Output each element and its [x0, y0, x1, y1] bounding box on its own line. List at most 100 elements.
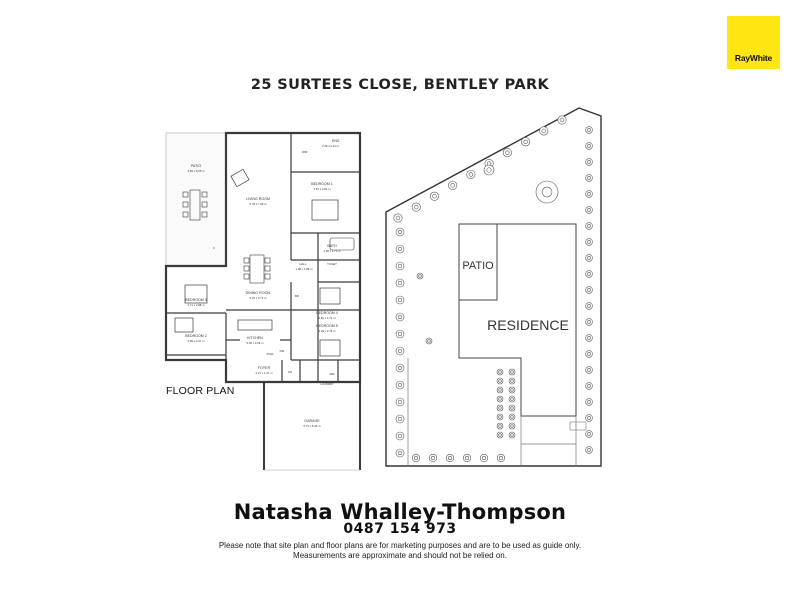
- tree-icon-center: [498, 379, 502, 383]
- bedroom-4-label: BEDROOM 4: [316, 311, 338, 315]
- kitchen-island: [237, 319, 273, 331]
- agent-phone: 0487 154 973: [343, 521, 457, 537]
- tree-icon-center: [587, 400, 591, 404]
- bedroom-3-dims: 3.71 x 2.88 m: [188, 303, 206, 307]
- tree-icon-center: [397, 433, 403, 439]
- wir-label: WIR: [302, 150, 307, 154]
- tree-icon-center: [510, 370, 514, 374]
- fridge-label: F: [213, 246, 215, 250]
- patio-table: [182, 189, 208, 221]
- bedroom-5-dims: 3.29 x 2.78 m: [319, 329, 337, 333]
- tree-icon-center: [498, 388, 502, 392]
- tree-icon-center: [397, 314, 403, 320]
- dining-room-dims: 6.15 x 3.71 m: [250, 296, 268, 300]
- disclaimer-line-1: Please note that site plan and floor pla…: [218, 541, 582, 550]
- tree-icon-center: [587, 272, 591, 276]
- tree-icon-center: [587, 384, 591, 388]
- bath-dims: 2.08 x 1.73 m: [324, 249, 342, 253]
- dining-room-label: DINING ROOM: [246, 291, 271, 295]
- tree-icon-center: [510, 388, 514, 392]
- tree-icon-center: [413, 455, 419, 461]
- tree-icon-center: [498, 406, 502, 410]
- disclaimer: Please note that site plan and floor pla…: [0, 541, 800, 561]
- floor-plan-label: FLOOR PLAN: [166, 385, 235, 397]
- built-in-label: BR: [295, 294, 299, 298]
- bed-4: [319, 287, 341, 305]
- tree-icon-center: [587, 192, 591, 196]
- tree-icon-center: [587, 336, 591, 340]
- tree-icon-center: [587, 288, 591, 292]
- bed-1: [311, 199, 339, 221]
- tree-icon-center: [427, 339, 431, 343]
- tree-icon-center: [587, 256, 591, 260]
- site-patio-label: PATIO: [462, 260, 494, 272]
- bath-label: BATH: [327, 244, 337, 248]
- tree-icon-center: [587, 304, 591, 308]
- tree-icon-center: [541, 186, 553, 198]
- tree-icon-center: [397, 229, 403, 235]
- tree-icon-center: [510, 415, 514, 419]
- site-patio-outline: [458, 223, 498, 301]
- tree-icon-center: [510, 406, 514, 410]
- tree-icon-center: [447, 455, 453, 461]
- toilet-label: TOILET: [327, 262, 337, 266]
- site-plan: PATIO RESIDENCE: [385, 107, 602, 467]
- floor-plan: [164, 131, 362, 471]
- foyer-dims: 4.27 x 1.37 m: [256, 371, 274, 375]
- tree-icon-center: [510, 433, 514, 437]
- tree-icon-center: [498, 370, 502, 374]
- hall-label: HALL: [300, 262, 307, 266]
- tree-icon-center: [523, 139, 528, 144]
- refrigerator-label: R'GR: [267, 352, 274, 356]
- tree-icon-center: [510, 379, 514, 383]
- laundry-label: LAUNDRY: [320, 382, 333, 386]
- tree-icon-center: [541, 128, 546, 134]
- bed-5: [319, 339, 341, 357]
- armchair: [230, 168, 250, 188]
- brand-name: RayWhite: [734, 53, 773, 63]
- site-boundary: [385, 107, 602, 467]
- tree-icon-center: [559, 117, 565, 123]
- tree-icon-center: [397, 297, 403, 303]
- kitchen-label: KITCHEN: [247, 336, 263, 340]
- tree-icon-center: [587, 240, 591, 244]
- floor-plan-labels: PATIO 3.69 x 8.65 m LIVING ROOM 5.78 x 7…: [185, 139, 341, 428]
- patio-room-dims: 3.69 x 8.65 m: [188, 169, 206, 173]
- tree-icon-center: [397, 331, 403, 337]
- tree-icon-center: [587, 224, 591, 228]
- dining-table: [243, 254, 271, 284]
- tree-icon-center: [510, 397, 514, 401]
- tree-icon-center: [587, 352, 591, 356]
- site-residence-label: RESIDENCE: [487, 317, 569, 333]
- tree-icon-center: [587, 208, 591, 212]
- living-room-label: LIVING ROOM: [246, 197, 270, 201]
- patio-area: [165, 132, 227, 267]
- garage-label: GARAGE: [304, 419, 320, 423]
- tree-icon-center: [498, 397, 502, 401]
- kitchen-dims: 5.36 x 3.26 m: [247, 341, 265, 345]
- driveway: [407, 358, 577, 466]
- tree-icon-center: [397, 348, 403, 354]
- tree-icon-center: [418, 274, 422, 278]
- tree-icon-center: [450, 183, 455, 188]
- tree-icon-center: [498, 433, 502, 437]
- tree-icon-center: [498, 424, 502, 428]
- tree-icon-center: [414, 204, 419, 210]
- living-room-dims: 5.78 x 7.69 m: [250, 202, 268, 206]
- tree-icon-center: [395, 215, 401, 221]
- bedroom-1-label: BEDROOM 1: [311, 182, 333, 186]
- foyer-label: FOYER: [258, 366, 271, 370]
- bedroom-1-dims: 3.81 x 3.81 m: [314, 187, 332, 191]
- tree-icon-center: [486, 167, 492, 173]
- dishwasher-label: DW: [280, 349, 285, 353]
- tree-icon-center: [587, 368, 591, 372]
- tree-icon-center: [510, 424, 514, 428]
- bedroom-2-label: BEDROOM 2: [185, 334, 207, 338]
- tree-icon-center: [498, 415, 502, 419]
- tree-icon-center: [397, 382, 403, 388]
- tree-icon-center: [430, 455, 436, 461]
- tree-icon-center: [397, 399, 403, 405]
- property-address-title: 25 SURTEES CLOSE, BENTLEY PARK: [250, 77, 550, 93]
- tree-icon-center: [505, 150, 510, 155]
